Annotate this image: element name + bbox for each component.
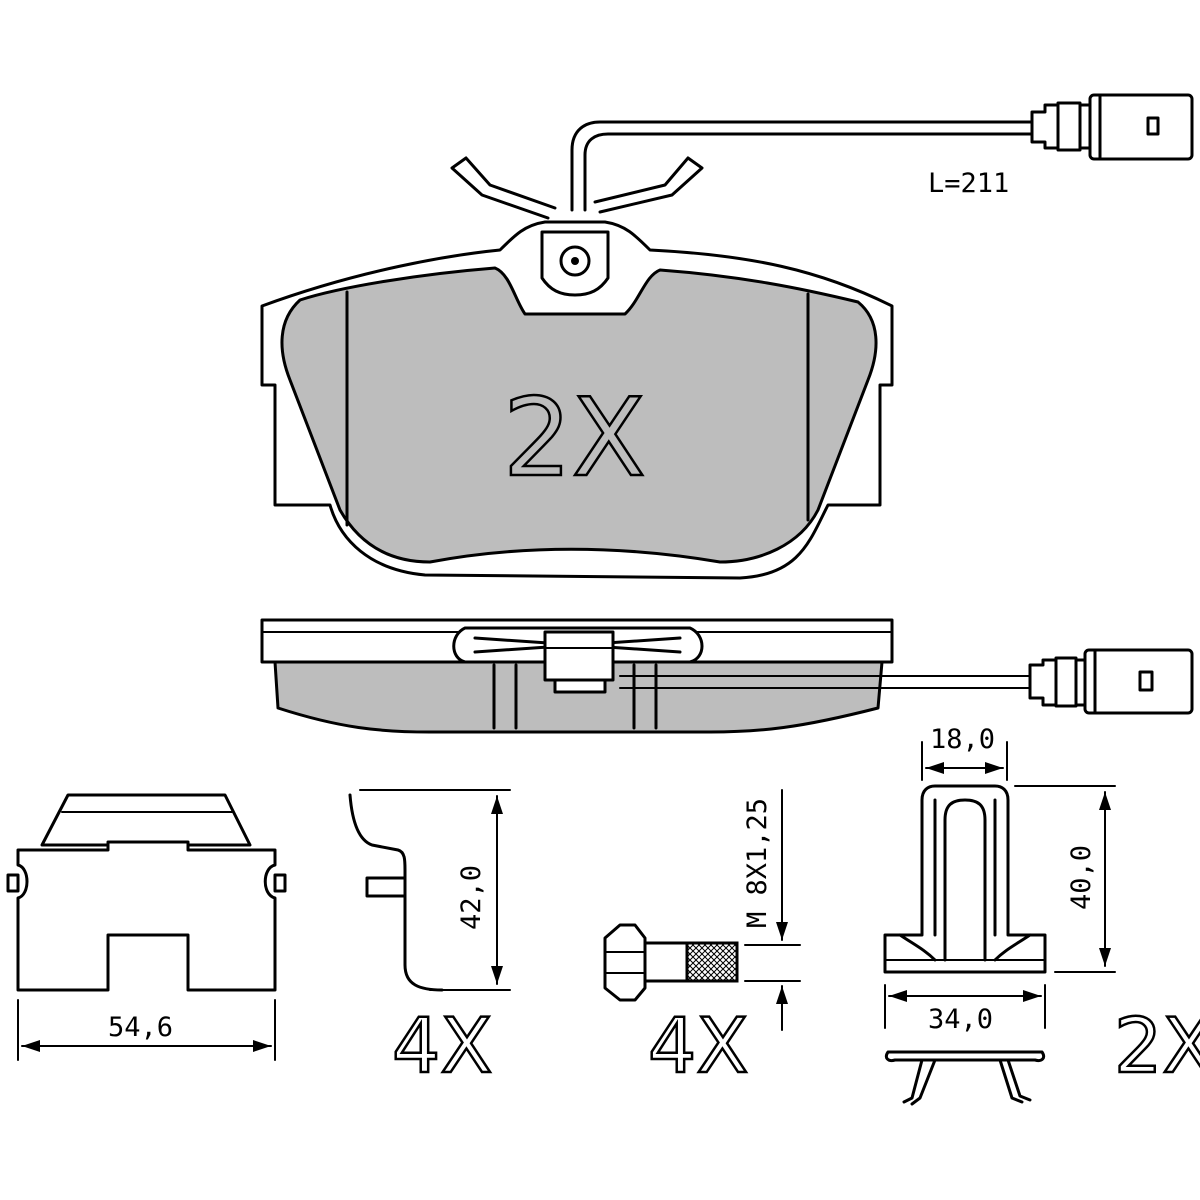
spring-multiplier-label: 4X xyxy=(392,1001,492,1090)
spring-height-label: 42,0 xyxy=(456,865,487,930)
brake-pad-side-view xyxy=(260,618,1194,734)
anti-rattle-clip xyxy=(6,793,287,1061)
bolt-thread-label: M 8X1,25 xyxy=(742,798,773,928)
bolt-multiplier-label: 4X xyxy=(648,1001,748,1090)
retainer-bottom-width-label: 34,0 xyxy=(928,1004,993,1035)
brake-pad-front-view xyxy=(260,93,1194,580)
retainer-bracket-part xyxy=(883,741,1116,1106)
clip-width-label: 54,6 xyxy=(108,1012,173,1043)
pad-multiplier-label: 2X xyxy=(503,376,646,501)
bolt-part xyxy=(603,789,801,1031)
retainer-height-label: 40,0 xyxy=(1066,845,1097,910)
cable-length-label: L=211 xyxy=(928,168,1009,199)
retainer-multiplier-label: 2X xyxy=(1114,1001,1200,1090)
spring-part xyxy=(348,789,511,992)
retainer-top-width-label: 18,0 xyxy=(930,724,995,755)
